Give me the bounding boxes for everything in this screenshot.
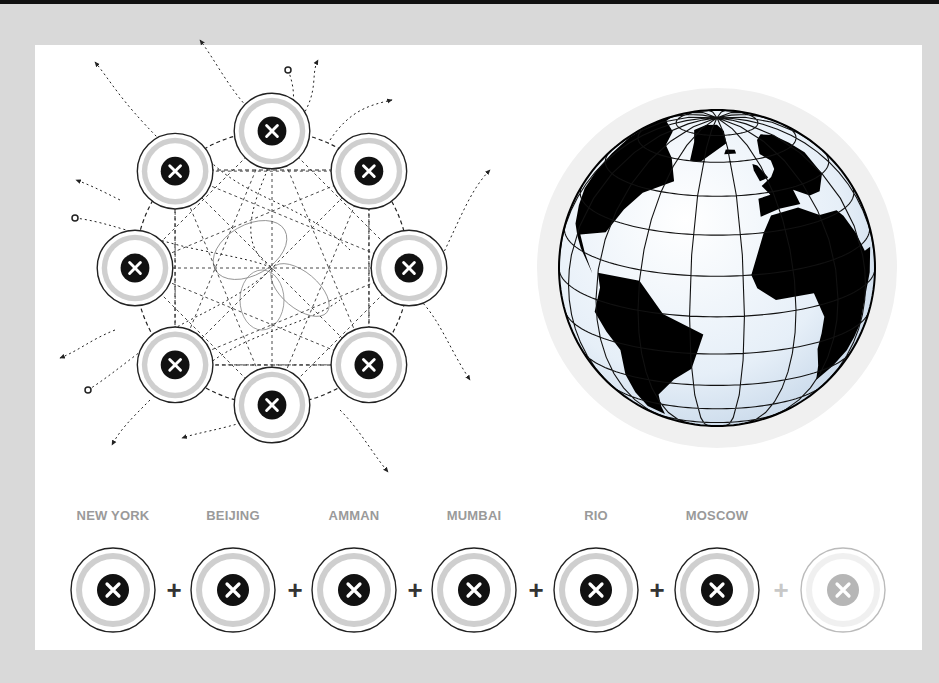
city-label: AMMAN: [294, 508, 414, 523]
node-icon: [97, 230, 173, 306]
city-label: RIO: [536, 508, 656, 523]
city-node: MOSCOW: [657, 508, 777, 638]
plus-sign: +: [771, 577, 791, 603]
node-icon: [331, 327, 407, 403]
landmass: [757, 134, 822, 216]
landmass: [595, 273, 704, 414]
city-circle: [657, 545, 777, 635]
network-circles: [97, 93, 447, 443]
city-circle: [294, 545, 414, 635]
city-label: NEW YORK: [53, 508, 173, 523]
city-node: AMMAN: [294, 508, 414, 638]
top-bar: [0, 0, 939, 4]
chords: [135, 131, 409, 405]
city-label: BEIJING: [173, 508, 293, 523]
plus-sign: +: [285, 577, 305, 603]
city-node: NEW YORK: [53, 508, 173, 638]
node-icon: [137, 133, 213, 209]
city-node: MUMBAI: [414, 508, 534, 638]
city-circle: [53, 545, 173, 635]
plus-sign: +: [164, 577, 184, 603]
landmass: [724, 149, 736, 154]
node-icon: [137, 327, 213, 403]
city-circle: [173, 545, 293, 635]
plus-sign: +: [526, 577, 546, 603]
city-circle: [536, 545, 656, 635]
graticule: [559, 110, 875, 426]
panel: [35, 45, 922, 650]
city-label: MUMBAI: [414, 508, 534, 523]
plus-sign: +: [405, 577, 425, 603]
node-icon: [234, 93, 310, 169]
faded-circle: [801, 548, 885, 632]
node-icon: [331, 133, 407, 209]
globe: [537, 88, 897, 448]
globe-halo: [537, 88, 897, 448]
network-figure: [60, 40, 490, 472]
dotted-flows: [60, 40, 490, 472]
node-icon: [234, 367, 310, 443]
ring: [135, 131, 409, 405]
city-circle: [414, 545, 534, 635]
city-label: MOSCOW: [657, 508, 777, 523]
node-icon: [371, 230, 447, 306]
city-node: BEIJING: [173, 508, 293, 638]
plus-sign: +: [647, 577, 667, 603]
city-node: RIO: [536, 508, 656, 638]
